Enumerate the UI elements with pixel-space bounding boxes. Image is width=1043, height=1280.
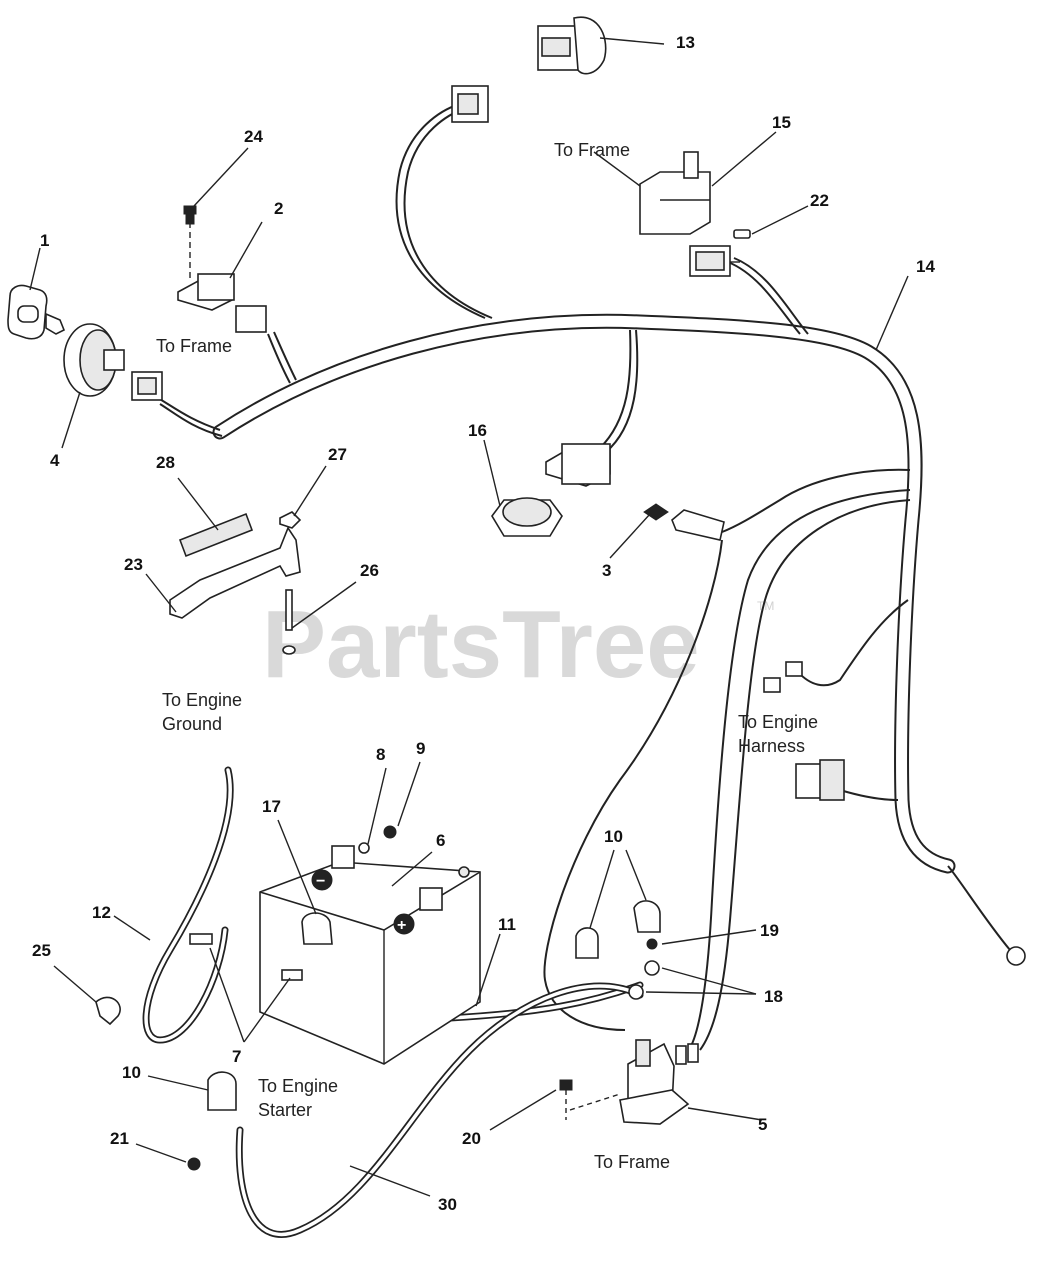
terminal-boot-left <box>207 1071 237 1111</box>
callout-11: 11 <box>498 915 516 934</box>
screw-24 <box>183 205 197 225</box>
ignition-key <box>7 284 66 340</box>
sensor-16 <box>491 497 563 537</box>
callout-25: 25 <box>32 941 51 960</box>
wire-harness <box>212 313 956 874</box>
clip-25 <box>95 996 121 1026</box>
callout-23: 23 <box>124 555 143 574</box>
watermark-tm: TM <box>757 599 774 613</box>
connector-engine-a <box>763 661 803 693</box>
bolt-26 <box>282 589 296 655</box>
callout-15: 15 <box>772 113 791 132</box>
callout-10-left: 10 <box>122 1063 141 1082</box>
terminal-boot-mid <box>575 927 599 959</box>
label-engine-starter-1: To Engine <box>258 1076 338 1096</box>
callout-7: 7 <box>232 1047 241 1066</box>
connector-3 <box>671 509 725 541</box>
leader-lines <box>29 37 909 1197</box>
connector-15 <box>689 245 731 277</box>
callout-27: 27 <box>328 445 347 464</box>
connector-left <box>131 371 163 401</box>
text-labels: To Frame To Frame To Frame To Engine Gro… <box>156 140 818 1172</box>
plug-13 <box>537 16 607 75</box>
connector-top <box>451 85 489 123</box>
callout-14: 14 <box>916 257 935 276</box>
callout-26: 26 <box>360 561 379 580</box>
label-engine-harness-2: Harness <box>738 736 805 756</box>
diode-3 <box>643 503 669 521</box>
ignition-switch <box>63 323 125 397</box>
callout-1: 1 <box>40 231 49 250</box>
label-to-frame-bottom: To Frame <box>594 1152 670 1172</box>
bracket-23 <box>169 512 301 619</box>
callout-18: 18 <box>764 987 783 1006</box>
callout-8: 8 <box>376 745 385 764</box>
callout-12: 12 <box>92 903 111 922</box>
callout-28: 28 <box>156 453 175 472</box>
screw-22 <box>733 229 751 239</box>
label-to-frame-top: To Frame <box>554 140 630 160</box>
callout-4: 4 <box>50 451 60 470</box>
terminal-boot-right <box>633 900 661 933</box>
washers-18 <box>628 938 660 1000</box>
callout-22: 22 <box>810 191 829 210</box>
connector-engine-b <box>795 759 845 801</box>
callout-2: 2 <box>274 199 283 218</box>
relay-2 <box>177 212 267 333</box>
battery-negative: − <box>316 873 325 890</box>
nut-27 <box>279 511 302 529</box>
solenoid-5 <box>619 1039 699 1125</box>
callout-numbers: 1 2 3 4 5 6 7 8 9 10 10 11 12 13 14 15 1… <box>32 33 935 1214</box>
battery-positive: + <box>397 917 406 934</box>
screw-20 <box>559 1079 621 1120</box>
callout-19: 19 <box>760 921 779 940</box>
callout-3: 3 <box>602 561 611 580</box>
callout-5: 5 <box>758 1115 767 1134</box>
callout-20: 20 <box>462 1129 481 1148</box>
callout-21: 21 <box>110 1129 129 1148</box>
callout-10-mid: 10 <box>604 827 623 846</box>
nut-21 <box>187 1157 201 1171</box>
connector-mid <box>545 443 611 487</box>
callout-30: 30 <box>438 1195 457 1214</box>
battery: − + <box>259 825 481 1065</box>
switch-15 <box>639 151 711 235</box>
callout-9: 9 <box>416 739 425 758</box>
ring-terminal <box>1006 946 1026 966</box>
label-engine-harness-1: To Engine <box>738 712 818 732</box>
callout-24: 24 <box>244 127 263 146</box>
callout-6: 6 <box>436 831 445 850</box>
callout-16: 16 <box>468 421 487 440</box>
label-to-frame-left: To Frame <box>156 336 232 356</box>
label-engine-ground-1: To Engine <box>162 690 242 710</box>
label-engine-ground-2: Ground <box>162 714 222 734</box>
callout-17: 17 <box>262 797 281 816</box>
callout-13: 13 <box>676 33 695 52</box>
label-engine-starter-2: Starter <box>258 1100 312 1120</box>
terminal-cover-17 <box>301 912 333 945</box>
watermark-text: PartsTree <box>262 591 700 698</box>
bolts-7 <box>189 933 303 981</box>
